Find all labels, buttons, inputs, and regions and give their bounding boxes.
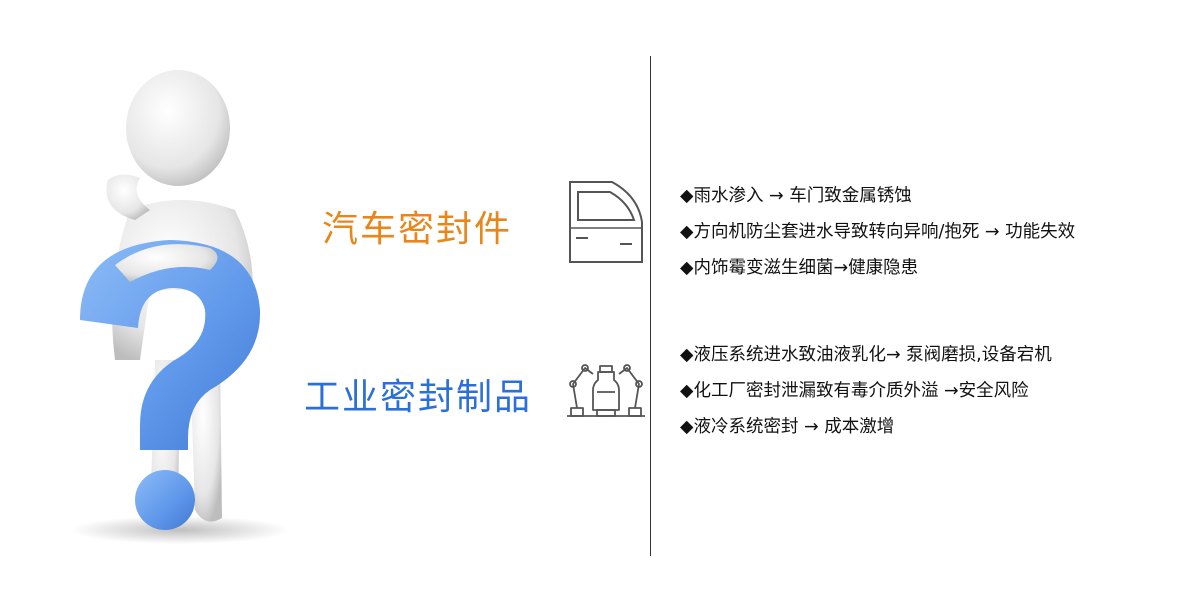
automotive-seals-title: 汽车密封件 [322,209,513,250]
list-item: ◆内饰霉变滋生细菌→健康隐患 [680,258,919,278]
robot-arm-icon [567,364,645,417]
list-item: ◆液冷系统密封 → 成本激增 [680,417,895,437]
car-door-icon [569,181,643,263]
list-item: ◆化工厂密封泄漏致有毒介质外溢 →安全风险 [680,381,1029,401]
industrial-seals-title: 工业密封制品 [304,377,533,418]
thinking-person-question-mark-illustration [70,70,290,544]
automotive-issues-list: ◆雨水渗入 → 车门致金属锈蚀 ◆方向机防尘套进水导致转向异响/抱死 → 功能失… [680,183,1075,291]
list-item: ◆液压系统进水致油液乳化→ 泵阀磨损,设备宕机 [680,345,1052,365]
list-item: ◆雨水渗入 → 车门致金属锈蚀 [680,186,912,206]
list-item: ◆方向机防尘套进水导致转向异响/抱死 → 功能失效 [680,222,1076,242]
vertical-divider [650,56,651,556]
industrial-issues-list: ◆液压系统进水致油液乳化→ 泵阀磨损,设备宕机 ◆化工厂密封泄漏致有毒介质外溢 … [680,342,1052,450]
